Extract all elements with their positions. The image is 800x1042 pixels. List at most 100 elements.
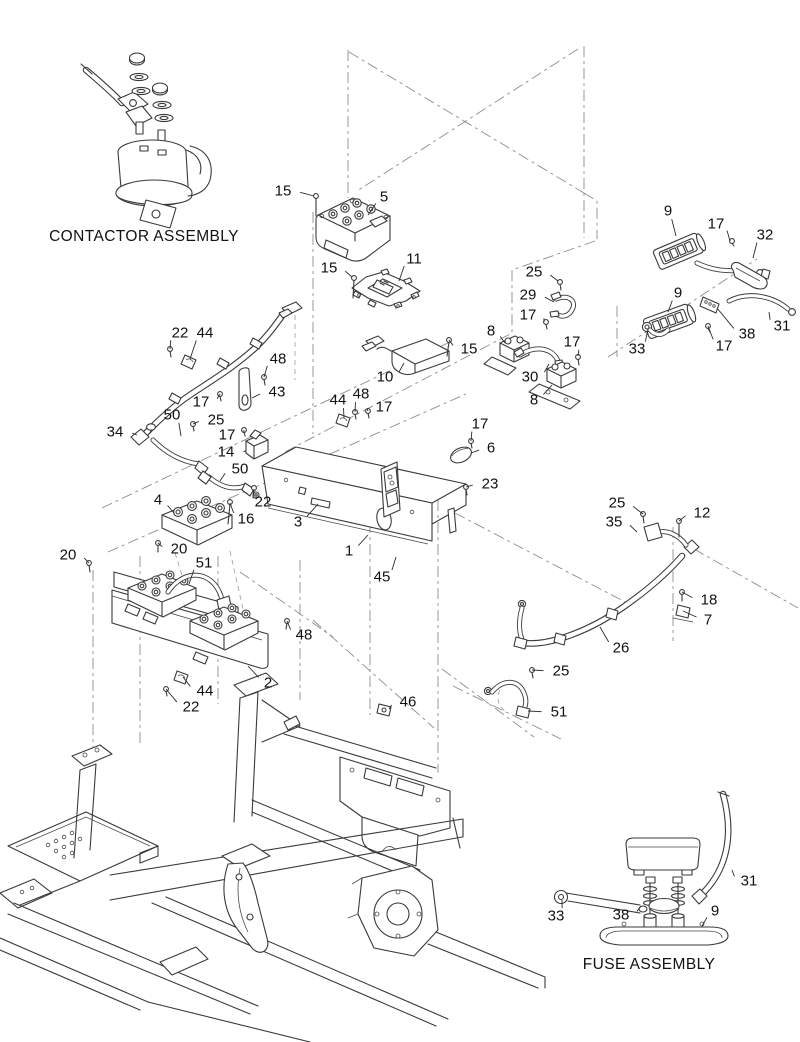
jumper-wire-29 (549, 291, 576, 319)
callout-leader-25 (550, 274, 559, 282)
callout-leader-50 (219, 473, 226, 482)
callout-leader-20 (157, 542, 163, 548)
clamp-44c (173, 670, 189, 685)
callout-38: 38 (739, 326, 756, 343)
plate-38 (699, 296, 720, 314)
callout-leader-7 (682, 610, 697, 618)
callout-43: 43 (269, 384, 286, 401)
callout-leader-38 (716, 307, 735, 329)
callout-48: 48 (270, 351, 287, 368)
terminal-33-top (641, 321, 671, 337)
chassis-frame (0, 672, 546, 1042)
callout-5: 5 (380, 189, 388, 206)
callout-48: 48 (353, 386, 370, 403)
callout-7: 7 (704, 612, 712, 629)
callout-leader-35 (629, 525, 638, 533)
callout-22: 22 (172, 325, 189, 342)
callout-leader-51 (188, 569, 195, 585)
callout-leader-22 (252, 488, 255, 496)
callout-leader-9 (667, 300, 673, 313)
callout-leader-44 (182, 676, 191, 687)
callout-22: 22 (183, 699, 200, 716)
callout-15: 15 (275, 183, 292, 200)
callout-20: 20 (60, 547, 77, 564)
callout-31: 31 (774, 318, 791, 335)
callout-leader-48 (286, 620, 291, 630)
callout-leader-1 (358, 534, 369, 546)
callout-leader-30 (543, 363, 550, 373)
callout-leader-15 (344, 270, 353, 278)
callout-leader-26 (599, 626, 610, 643)
callout-20: 20 (171, 541, 188, 558)
callout-leader-25 (192, 421, 200, 425)
callout-33: 33 (629, 341, 646, 358)
callout-3: 3 (294, 514, 302, 531)
callout-leader-29 (544, 296, 555, 303)
callout-4: 4 (154, 492, 162, 509)
callout-1: 1 (345, 543, 353, 560)
callout-25: 25 (609, 495, 626, 512)
cable-26-group (483, 522, 700, 719)
clamp-44b (335, 413, 351, 428)
callout-leader-2 (247, 665, 260, 678)
callout-leader-25 (531, 669, 544, 672)
callout-leader-25 (632, 505, 644, 515)
callout-leader-14 (243, 450, 247, 453)
cable-32 (694, 260, 771, 290)
callout-leader-8 (543, 384, 553, 395)
relay-14 (245, 429, 269, 460)
callout-9: 9 (674, 285, 682, 302)
callout-31: 31 (741, 873, 758, 890)
callout-25: 25 (208, 412, 225, 429)
callout-leader-20 (83, 557, 90, 564)
callout-leader-46 (388, 704, 393, 710)
callout-25: 25 (553, 663, 570, 680)
callout-25: 25 (526, 264, 543, 281)
callout-51: 51 (551, 704, 568, 721)
callout-48: 48 (296, 627, 313, 644)
callout-leader-15 (300, 191, 315, 197)
callout-leader-16 (229, 502, 235, 514)
contactor-bracket-2 (111, 570, 269, 669)
fuse-assembly-label: FUSE ASSEMBLY (583, 956, 715, 973)
callout-17: 17 (376, 399, 393, 416)
callout-8: 8 (530, 392, 538, 409)
callout-leader-44 (189, 340, 197, 360)
callout-33: 33 (548, 908, 565, 925)
callout-leader-22 (165, 688, 178, 703)
cable-34 (130, 301, 303, 446)
callout-30: 30 (522, 369, 539, 386)
part-11-controller (351, 268, 421, 309)
callout-leader-17 (216, 393, 221, 399)
callout-14: 14 (218, 444, 235, 461)
callout-15: 15 (321, 260, 338, 277)
callout-leader-43 (251, 393, 261, 399)
callout-17: 17 (716, 338, 733, 355)
callout-leader-8 (499, 336, 506, 344)
screw-icon (729, 238, 735, 244)
callout-16: 16 (238, 511, 255, 528)
callout-17: 17 (193, 394, 210, 411)
callout-leader-17 (707, 325, 714, 340)
callout-22: 22 (255, 494, 272, 511)
callout-leader-48 (263, 365, 268, 378)
callout-18: 18 (701, 592, 718, 609)
callout-2: 2 (264, 675, 272, 692)
contactor-assembly-inset: CONTACTOR ASSEMBLY (49, 52, 238, 245)
callout-leader-9 (671, 218, 677, 237)
callout-29: 29 (520, 287, 537, 304)
callout-leader-32 (752, 242, 758, 259)
callout-leader-12 (678, 515, 686, 522)
boot-35 (643, 522, 663, 542)
clip-46 (376, 703, 392, 717)
fuse-block-9b (642, 303, 697, 339)
callout-44: 44 (197, 683, 214, 700)
callout-leader-17 (726, 230, 731, 242)
callout-23: 23 (482, 476, 499, 493)
callout-6: 6 (487, 440, 495, 457)
callout-50: 50 (232, 461, 249, 478)
callout-34: 34 (107, 424, 124, 441)
callout-11: 11 (406, 251, 422, 268)
hose-50b (197, 470, 260, 499)
